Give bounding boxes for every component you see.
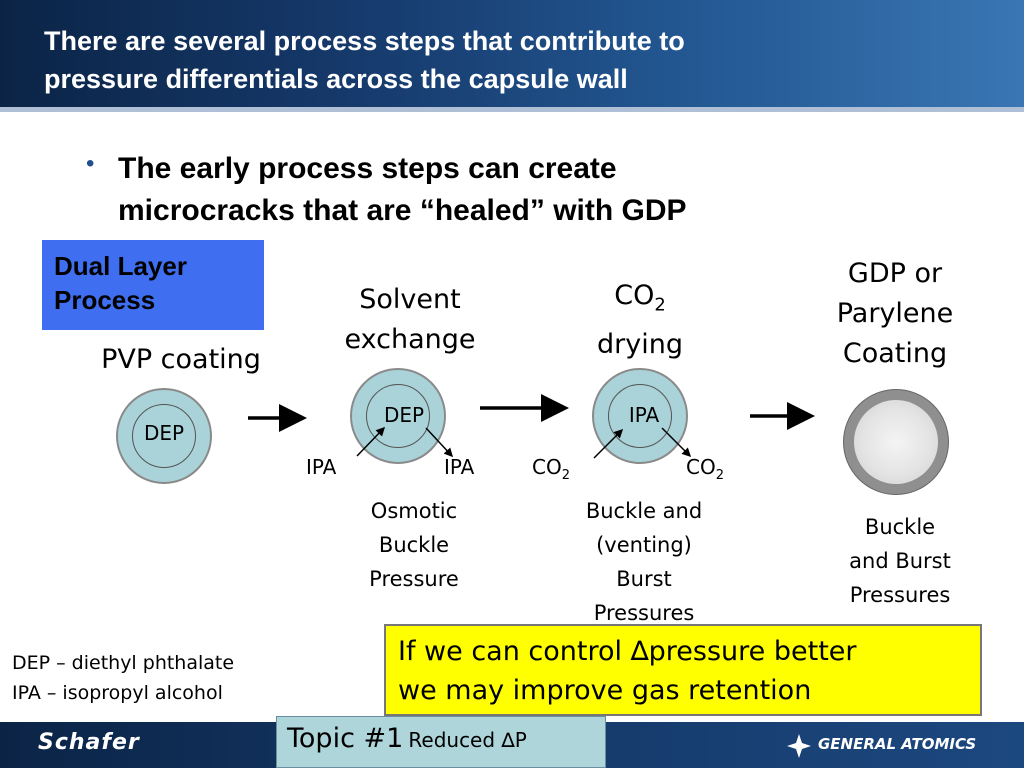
title-bar bbox=[0, 0, 1024, 107]
solvent-desc-line-2: Buckle bbox=[378, 533, 450, 557]
coating-description: Buckle and Burst Pressures bbox=[824, 510, 976, 612]
dual-layer-process-box: Dual Layer Process bbox=[42, 240, 264, 330]
topic-main: Topic #1 bbox=[287, 723, 404, 754]
co2-label-line-1: CO2 bbox=[570, 276, 710, 325]
process-box-line-1: Dual Layer bbox=[54, 251, 187, 281]
solvent-label-line-2: exchange bbox=[344, 324, 476, 355]
co2-gas-right: CO2 bbox=[686, 455, 724, 483]
pvp-capsule-inner bbox=[132, 404, 196, 468]
coating-step-label: GDP or Parylene Coating bbox=[800, 254, 990, 374]
co2-label-main: CO bbox=[614, 280, 655, 311]
co2-step-label: CO2 drying bbox=[570, 276, 710, 365]
pvp-capsule bbox=[116, 388, 212, 484]
slide-title: There are several process steps that con… bbox=[44, 22, 944, 98]
co2-desc-line-3: Burst bbox=[616, 567, 672, 591]
co2-description: Buckle and (venting) Burst Pressures bbox=[556, 494, 732, 630]
coating-label-line-1: GDP or bbox=[847, 258, 943, 289]
coated-capsule-core bbox=[854, 400, 938, 484]
coating-label-line-2: Parylene bbox=[836, 298, 954, 329]
abbreviation-legend: DEP – diethyl phthalate IPA – isopropyl … bbox=[12, 648, 234, 708]
co2-label-line-2: drying bbox=[597, 329, 683, 361]
solvent-desc-line-1: Osmotic bbox=[370, 499, 458, 523]
callout-box: If we can control ∆pressure better we ma… bbox=[384, 624, 982, 716]
coating-desc-line-3: Pressures bbox=[849, 583, 951, 607]
coating-desc-line-1: Buckle bbox=[864, 515, 936, 539]
general-atomics-mark-icon bbox=[787, 734, 811, 758]
bullet-text: The early process steps can create micro… bbox=[118, 148, 878, 232]
bullet-line-1: The early process steps can create bbox=[118, 152, 617, 185]
solvent-capsule-text: DEP bbox=[383, 403, 425, 427]
pvp-step-label: PVP coating bbox=[76, 340, 286, 380]
bullet-dot-icon: • bbox=[86, 150, 95, 177]
co2-gas-left-main: CO bbox=[532, 455, 562, 479]
slide-title-line-1: There are several process steps that con… bbox=[44, 26, 685, 56]
co2-label-sub: 2 bbox=[654, 294, 666, 316]
co2-capsule-text: IPA bbox=[628, 403, 660, 427]
co2-gas-right-main: CO bbox=[686, 455, 716, 479]
legend-ipa: IPA – isopropyl alcohol bbox=[12, 682, 223, 704]
solvent-gas-right: IPA bbox=[444, 455, 475, 479]
solvent-desc-line-3: Pressure bbox=[369, 567, 459, 591]
coating-desc-line-2: and Burst bbox=[849, 549, 951, 573]
solvent-step-label: Solvent exchange bbox=[320, 280, 500, 360]
slide-title-line-2: pressure differentials across the capsul… bbox=[44, 64, 628, 94]
topic-box: Topic #1 Reduced ∆P bbox=[276, 716, 606, 768]
co2-gas-left: CO2 bbox=[532, 455, 570, 483]
solvent-capsule-inner bbox=[366, 384, 430, 448]
pvp-label-text: PVP coating bbox=[101, 344, 261, 375]
general-atomics-logo: GENERAL ATOMICS bbox=[818, 735, 977, 753]
process-box-line-2: Process bbox=[54, 285, 156, 315]
title-divider bbox=[0, 107, 1024, 112]
bullet-line-2: microcracks that are “healed” with GDP bbox=[118, 194, 687, 227]
pvp-capsule-text: DEP bbox=[143, 421, 185, 445]
co2-desc-line-1: Buckle and bbox=[585, 499, 703, 523]
schafer-logo: Schafer bbox=[38, 730, 140, 755]
callout-line-2: we may improve gas retention bbox=[398, 675, 812, 706]
co2-capsule-inner bbox=[608, 384, 672, 448]
co2-gas-right-sub: 2 bbox=[715, 468, 724, 483]
co2-desc-line-4: Pressures bbox=[593, 601, 695, 625]
legend-dep: DEP – diethyl phthalate bbox=[12, 652, 235, 674]
solvent-gas-left: IPA bbox=[306, 455, 337, 479]
topic-sub: Reduced ∆P bbox=[408, 728, 527, 752]
coated-capsule bbox=[843, 389, 949, 495]
co2-desc-line-2: (venting) bbox=[596, 533, 692, 557]
coating-label-line-3: Coating bbox=[842, 338, 948, 369]
co2-gas-left-sub: 2 bbox=[561, 468, 570, 483]
solvent-label-line-1: Solvent bbox=[359, 284, 461, 315]
callout-line-1: If we can control ∆pressure better bbox=[398, 636, 857, 667]
solvent-description: Osmotic Buckle Pressure bbox=[334, 494, 494, 596]
